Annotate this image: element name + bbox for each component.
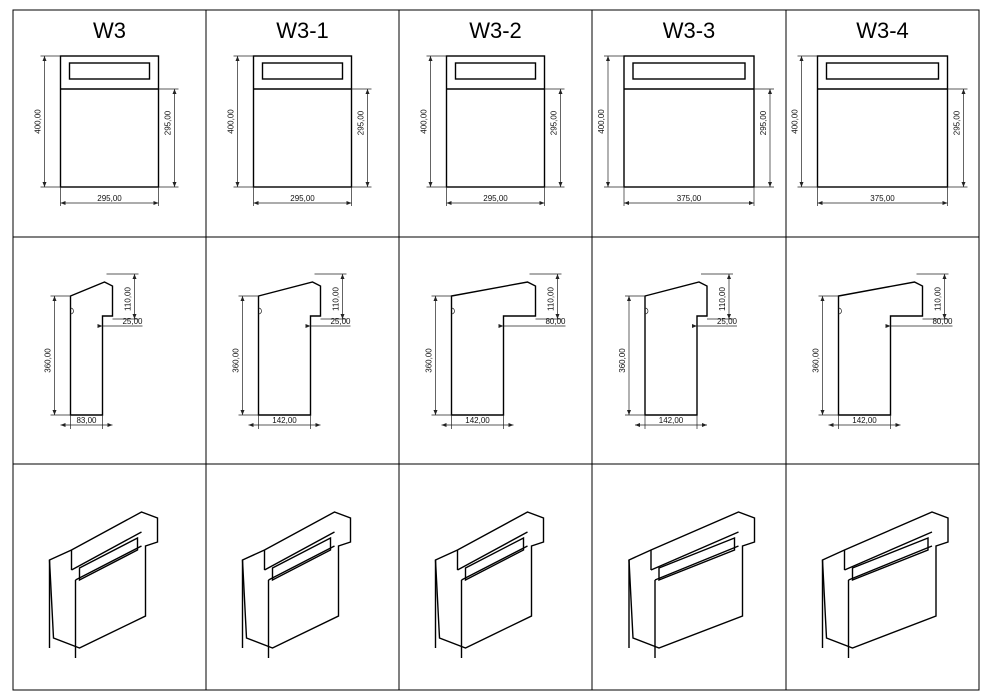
side-view: 360,00 110,00 80,00 142,00 <box>812 273 953 429</box>
depth-dimension: 295,00 <box>164 110 173 135</box>
side-view: 360,00 110,00 25,00 142,00 <box>618 273 738 429</box>
step-dimension: 25,00 <box>717 317 738 326</box>
side-view: 360,00 110,00 25,00 142,00 <box>232 273 351 429</box>
width-dimension: 375,00 <box>870 194 895 203</box>
side-profile <box>644 281 708 416</box>
letter-slot <box>454 62 537 80</box>
side-profile <box>450 281 537 416</box>
top-dimension: 110,00 <box>718 287 727 311</box>
isometric-view <box>628 511 756 658</box>
model-title: W3-4 <box>856 18 909 43</box>
table-grid <box>12 9 980 691</box>
height-dimension: 400,00 <box>597 109 606 134</box>
step-dimension: 80,00 <box>545 317 566 326</box>
front-view: 400,00 295,00 375,00 <box>597 55 774 206</box>
model-title: W3 <box>93 18 126 43</box>
isometric-view <box>241 511 352 658</box>
table-border <box>12 9 980 691</box>
depth-dimension: 295,00 <box>550 110 559 135</box>
letter-slot <box>261 62 344 80</box>
model-column-w3-2: W3-2 400,00 295,00 295,00 360,00 110,00 80,00 1… <box>420 18 566 658</box>
height-dimension: 400,00 <box>791 109 800 134</box>
model-title: W3-2 <box>469 18 522 43</box>
model-column-w3: W3 400,00 295,00 295,00 360,00 110,00 25,00 83,… <box>34 18 179 658</box>
step-dimension: 80,00 <box>932 317 953 326</box>
letter-slot <box>68 62 151 80</box>
model-column-w3-1: W3-1 400,00 295,00 295,00 360,00 110,00 25,00 1… <box>227 18 372 658</box>
bottom-dimension: 142,00 <box>272 416 297 425</box>
side-height-dimension: 360,00 <box>812 348 821 373</box>
isometric-view <box>434 511 545 658</box>
side-profile <box>837 281 924 416</box>
step-dimension: 25,00 <box>122 317 143 326</box>
isometric-view <box>821 511 949 658</box>
letter-slot <box>632 62 746 80</box>
depth-dimension: 295,00 <box>759 110 768 135</box>
side-height-dimension: 360,00 <box>44 348 53 373</box>
height-dimension: 400,00 <box>34 109 43 134</box>
isometric-view <box>48 511 159 658</box>
model-title: W3-1 <box>276 18 329 43</box>
bottom-dimension: 142,00 <box>659 416 684 425</box>
side-height-dimension: 360,00 <box>618 348 627 373</box>
front-view: 400,00 295,00 295,00 <box>34 55 179 206</box>
width-dimension: 295,00 <box>483 194 508 203</box>
front-view: 400,00 295,00 375,00 <box>791 55 968 206</box>
letter-slot-iso <box>78 536 139 582</box>
model-column-w3-3: W3-3 400,00 295,00 375,00 360,00 110,00 25,00 1… <box>597 18 774 658</box>
letter-slot-iso <box>851 536 929 582</box>
letter-slot-iso <box>658 536 736 582</box>
top-dimension: 110,00 <box>547 287 556 311</box>
letter-slot-iso <box>271 536 332 582</box>
model-title: W3-3 <box>663 18 716 43</box>
bottom-dimension: 142,00 <box>465 416 490 425</box>
top-dimension: 110,00 <box>124 287 133 311</box>
width-dimension: 295,00 <box>290 194 315 203</box>
side-profile <box>257 281 322 416</box>
front-view: 400,00 295,00 295,00 <box>227 55 372 206</box>
model-cells: W3 400,00 295,00 295,00 360,00 110,00 25,00 83,… <box>34 18 968 658</box>
letter-slot-iso <box>464 536 525 582</box>
depth-dimension: 295,00 <box>357 110 366 135</box>
letter-slot <box>825 62 940 80</box>
bottom-dimension: 83,00 <box>76 416 97 425</box>
front-view: 400,00 295,00 295,00 <box>420 55 565 206</box>
model-column-w3-4: W3-4 400,00 295,00 375,00 360,00 110,00 80,00 1… <box>791 18 968 658</box>
top-dimension: 110,00 <box>332 287 341 311</box>
side-profile <box>69 281 114 416</box>
side-height-dimension: 360,00 <box>425 348 434 373</box>
depth-dimension: 295,00 <box>953 110 962 135</box>
top-dimension: 110,00 <box>934 287 943 311</box>
height-dimension: 400,00 <box>227 109 236 134</box>
width-dimension: 375,00 <box>677 194 702 203</box>
height-dimension: 400,00 <box>420 109 429 134</box>
bottom-dimension: 142,00 <box>852 416 877 425</box>
side-view: 360,00 110,00 25,00 83,00 <box>44 273 143 429</box>
step-dimension: 25,00 <box>330 317 351 326</box>
width-dimension: 295,00 <box>97 194 122 203</box>
side-height-dimension: 360,00 <box>232 348 241 373</box>
side-view: 360,00 110,00 80,00 142,00 <box>425 273 566 429</box>
